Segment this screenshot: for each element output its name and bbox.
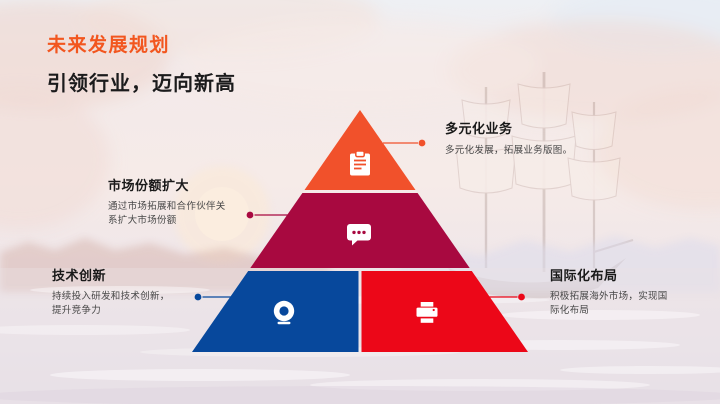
connector-dot-tech-innovation bbox=[194, 293, 202, 301]
callout-diversification-title: 多元化业务 bbox=[445, 121, 513, 136]
printer-icon bbox=[416, 302, 438, 323]
callout-market-share-title: 市场份额扩大 bbox=[108, 178, 190, 193]
callout-international-title: 国际化布局 bbox=[550, 268, 618, 283]
callout-international-desc: 积极拓展海外市场，实现国际化布局 bbox=[550, 291, 668, 316]
slide-title: 未来发展规划 bbox=[47, 35, 171, 56]
callout-international: 国际化布局 积极拓展海外市场，实现国际化布局 bbox=[550, 268, 672, 318]
connector-dot-diversification bbox=[418, 139, 426, 147]
connector-dot-international bbox=[518, 293, 525, 301]
clouds bbox=[0, 0, 720, 230]
callout-tech-innovation-desc: 持续投入研发和技术创新，提升竞争力 bbox=[52, 291, 170, 316]
pyramid-tier-top bbox=[304, 110, 416, 190]
callout-diversification: 多元化业务 多元化发展，拓展业务版图。 bbox=[445, 121, 572, 158]
callout-tech-innovation-title: 技术创新 bbox=[52, 268, 107, 283]
callout-market-share-desc: 通过市场拓展和合作伙伴关系扩大市场份额 bbox=[108, 201, 226, 226]
callout-diversification-desc: 多元化发展，拓展业务版图。 bbox=[445, 145, 573, 156]
callout-market-share: 市场份额扩大 通过市场拓展和合作伙伴关系扩大市场份额 bbox=[108, 178, 228, 228]
clipboard-icon bbox=[350, 150, 370, 176]
webcam-icon bbox=[273, 300, 295, 325]
callout-tech-innovation: 技术创新 持续投入研发和技术创新，提升竞争力 bbox=[52, 268, 174, 318]
pyramid-tier-bottom-right bbox=[361, 271, 528, 352]
sun bbox=[174, 166, 270, 262]
chat-bubble-icon bbox=[347, 224, 371, 246]
connector-dot-market-share bbox=[246, 211, 254, 219]
slide-subtitle: 引领行业，迈向新高 bbox=[47, 73, 236, 95]
